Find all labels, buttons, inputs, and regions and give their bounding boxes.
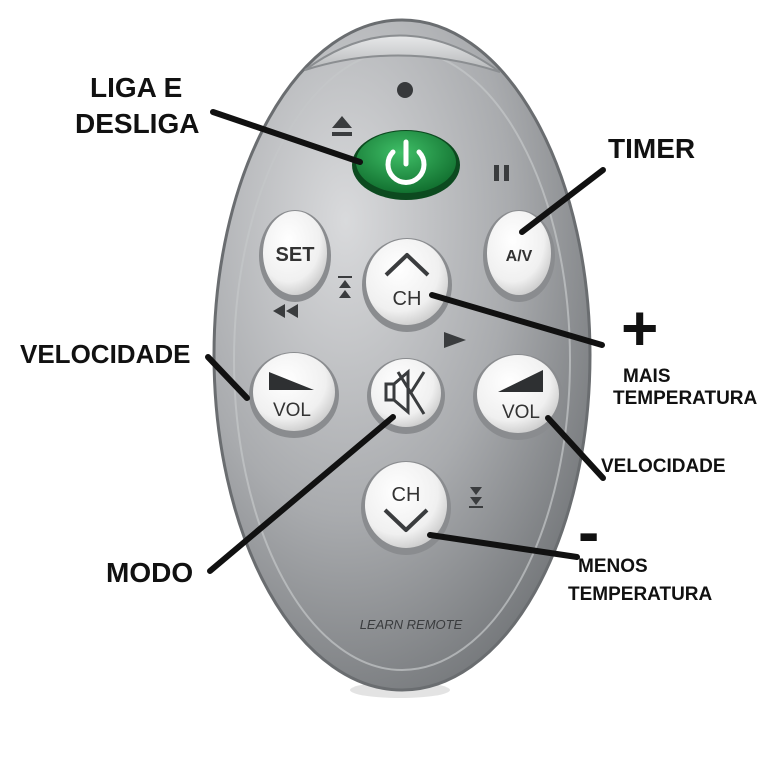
eject-icon [332,116,352,136]
power-label-line2: DESLIGA [75,108,200,139]
right-speed-label: VELOCIDADE [601,456,726,477]
left-speed-pointer-line [205,354,250,401]
volume-up-wedge-icon [498,370,543,392]
channel-up-label: CH [393,288,422,310]
minus-symbol: - [578,496,600,568]
av-button-label: A/V [506,248,533,265]
more-temperature-pointer-line [429,292,605,348]
more-temperature-label-line2: TEMPERATURA [613,388,758,409]
less-temperature-label-line2: TEMPERATURA [568,584,713,605]
right-speed-pointer-line [545,415,606,481]
power-label-line1: LIGA E [90,72,183,103]
more-temperature-label-line1: MAIS [623,366,671,387]
volume-up-label: VOL [502,402,540,423]
remote-top-cap [304,34,501,73]
timer-pointer-line [519,167,606,235]
mode-label: MODO [106,557,194,588]
volume-down-button[interactable]: VOL [249,352,339,438]
mode-pointer-line [207,414,396,574]
left-speed-label: VELOCIDADE [20,339,191,369]
plus-symbol: + [621,292,659,364]
power-pointer-line [210,109,363,165]
remote-body [212,18,592,692]
play-icon [444,332,466,348]
skip-up-icon [338,276,352,298]
less-temperature-label-line1: MENOS [578,556,648,577]
channel-up-button[interactable]: CH [362,238,452,332]
volume-down-wedge-icon [269,372,314,390]
annotation-lines [205,109,606,574]
pause-icon [494,165,509,181]
channel-down-label: CH [392,484,421,506]
rewind-icon [273,304,298,318]
power-icon [385,149,427,185]
av-button[interactable]: A/V [483,210,555,302]
power-button[interactable] [352,130,460,200]
mute-button[interactable] [367,358,445,434]
channel-down-button[interactable]: CH [361,461,451,555]
skip-down-icon [469,487,483,508]
set-button-label: SET [276,244,315,266]
ir-led [397,82,413,98]
chevron-up-icon [384,253,430,277]
chevron-down-icon [383,508,429,532]
volume-down-label: VOL [273,400,311,421]
less-temperature-pointer-line [427,532,580,560]
volume-up-button[interactable]: VOL [473,354,563,440]
brand-text: LEARN REMOTE [360,617,463,632]
set-button[interactable]: SET [259,210,331,302]
timer-label: TIMER [608,133,696,164]
mute-icon [384,368,426,416]
